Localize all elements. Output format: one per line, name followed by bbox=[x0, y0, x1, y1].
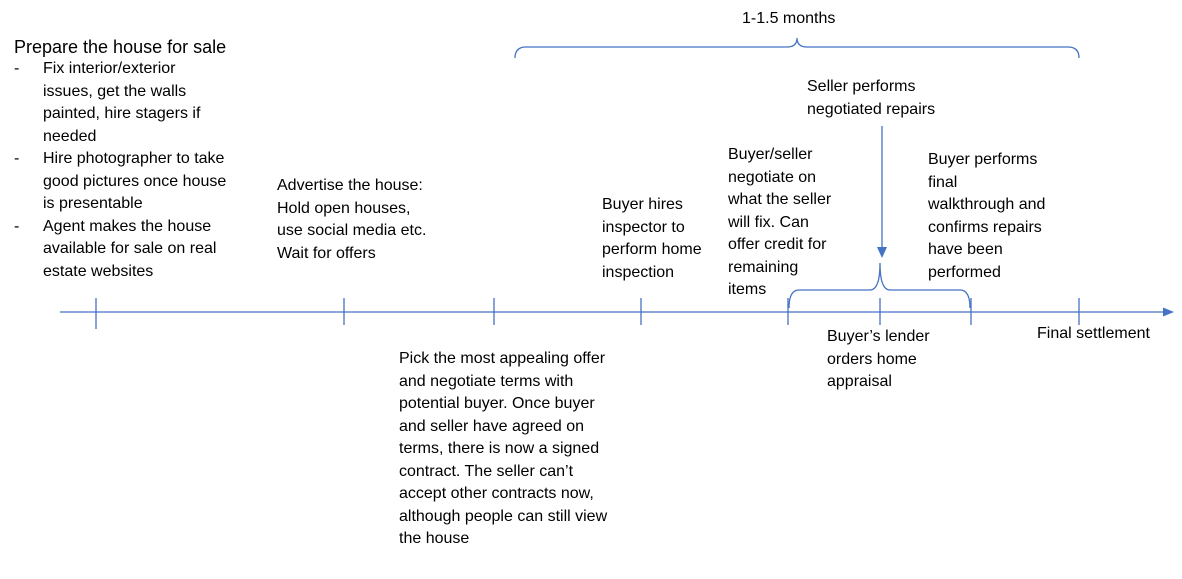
settlement-text: Final settlement bbox=[1037, 323, 1150, 346]
offer-line: potential buyer. Once buyer bbox=[399, 395, 595, 412]
offer-text: Pick the most appealing offer and negoti… bbox=[399, 348, 607, 551]
negotiate-line: will fix. Can bbox=[728, 213, 809, 231]
offer-line: although people can still view bbox=[399, 507, 608, 525]
bullet-dash: - bbox=[14, 60, 20, 77]
walkthrough-line: confirms repairs bbox=[928, 218, 1042, 236]
settlement-line: Final settlement bbox=[1037, 325, 1150, 342]
prepare-item-line: available for sale on real bbox=[43, 240, 217, 257]
repairs-arrowhead bbox=[877, 247, 887, 258]
timeline-arrowhead bbox=[1163, 307, 1174, 317]
bullet-dash: - bbox=[14, 150, 20, 167]
offer-line: and seller have agreed on bbox=[399, 417, 585, 435]
repairs-line: Seller performs bbox=[807, 78, 916, 95]
offer-line: and negotiate terms with bbox=[399, 372, 574, 390]
offer-line: the house bbox=[399, 530, 470, 547]
prepare-item-line: Agent makes the house bbox=[43, 217, 212, 235]
offer-line: Pick the most appealing offer bbox=[399, 350, 606, 367]
negotiate-line: what the seller bbox=[728, 191, 832, 208]
repairs-text: Seller performs negotiated repairs bbox=[807, 76, 935, 121]
negotiate-line: items bbox=[728, 281, 767, 298]
negotiate-line: Buyer/seller bbox=[728, 146, 813, 163]
appraisal-line: orders home bbox=[827, 350, 917, 368]
walkthrough-text: Buyer performs final walkthrough and con… bbox=[928, 149, 1045, 284]
appraisal-text: Buyer’s lender orders home appraisal bbox=[827, 326, 930, 394]
prepare-item-line: Fix interior/exterior bbox=[43, 60, 176, 77]
negotiate-line: remaining bbox=[728, 258, 799, 276]
prepare-item-line: issues, get the walls bbox=[43, 82, 187, 100]
offer-line: contract. The seller can’t bbox=[399, 462, 574, 480]
inspection-line: perform home bbox=[602, 241, 702, 258]
prepare-item-line: estate websites bbox=[43, 262, 154, 280]
inspection-line: inspection bbox=[602, 263, 675, 281]
appraisal-line: Buyer’s lender bbox=[827, 328, 930, 345]
prepare-item-line: Hire photographer to take bbox=[43, 150, 225, 167]
walkthrough-line: have been bbox=[928, 241, 1003, 258]
inspection-line: inspector to bbox=[602, 218, 685, 236]
prepare-item-line: painted, hire stagers if bbox=[43, 105, 201, 122]
negotiate-line: offer credit for bbox=[728, 236, 827, 253]
walkthrough-line: walkthrough and bbox=[928, 196, 1046, 213]
duration-brace bbox=[514, 37, 1080, 59]
advertise-line: Advertise the house: bbox=[277, 177, 423, 194]
repairs-line: negotiated repairs bbox=[807, 100, 936, 118]
advertise-line: use social media etc. bbox=[277, 222, 427, 239]
duration-label: 1-1.5 months bbox=[742, 10, 836, 27]
negotiate-text: Buyer/seller negotiate on what the selle… bbox=[728, 144, 831, 302]
prepare-item: - Fix interior/exterior issues, get the … bbox=[14, 58, 226, 148]
offer-line: accept other contracts now, bbox=[399, 485, 594, 502]
advertise-line: Hold open houses, bbox=[277, 199, 411, 217]
advertise-line: Wait for offers bbox=[277, 244, 376, 262]
prepare-item: - Agent makes the house available for sa… bbox=[14, 216, 226, 284]
appraisal-line: appraisal bbox=[827, 373, 892, 390]
prepare-item-line: good pictures once house bbox=[43, 172, 227, 190]
advertise-text: Advertise the house: Hold open houses, u… bbox=[277, 175, 426, 265]
prepare-list: - Fix interior/exterior issues, get the … bbox=[14, 58, 226, 283]
negotiation-brace bbox=[788, 262, 971, 309]
walkthrough-line: final bbox=[928, 173, 958, 191]
bullet-dash: - bbox=[14, 217, 20, 235]
prepare-item-line: is presentable bbox=[43, 195, 143, 212]
prepare-heading: Prepare the house for sale bbox=[14, 37, 227, 57]
walkthrough-line: Buyer performs bbox=[928, 151, 1038, 168]
inspection-line: Buyer hires bbox=[602, 196, 683, 213]
offer-line: terms, there is now a signed bbox=[399, 440, 600, 457]
prepare-item: - Hire photographer to take good picture… bbox=[14, 148, 226, 216]
prepare-item-line: needed bbox=[43, 127, 97, 145]
walkthrough-line: performed bbox=[928, 263, 1001, 281]
inspection-text: Buyer hires inspector to perform home in… bbox=[602, 194, 702, 284]
negotiate-line: negotiate on bbox=[728, 168, 817, 186]
